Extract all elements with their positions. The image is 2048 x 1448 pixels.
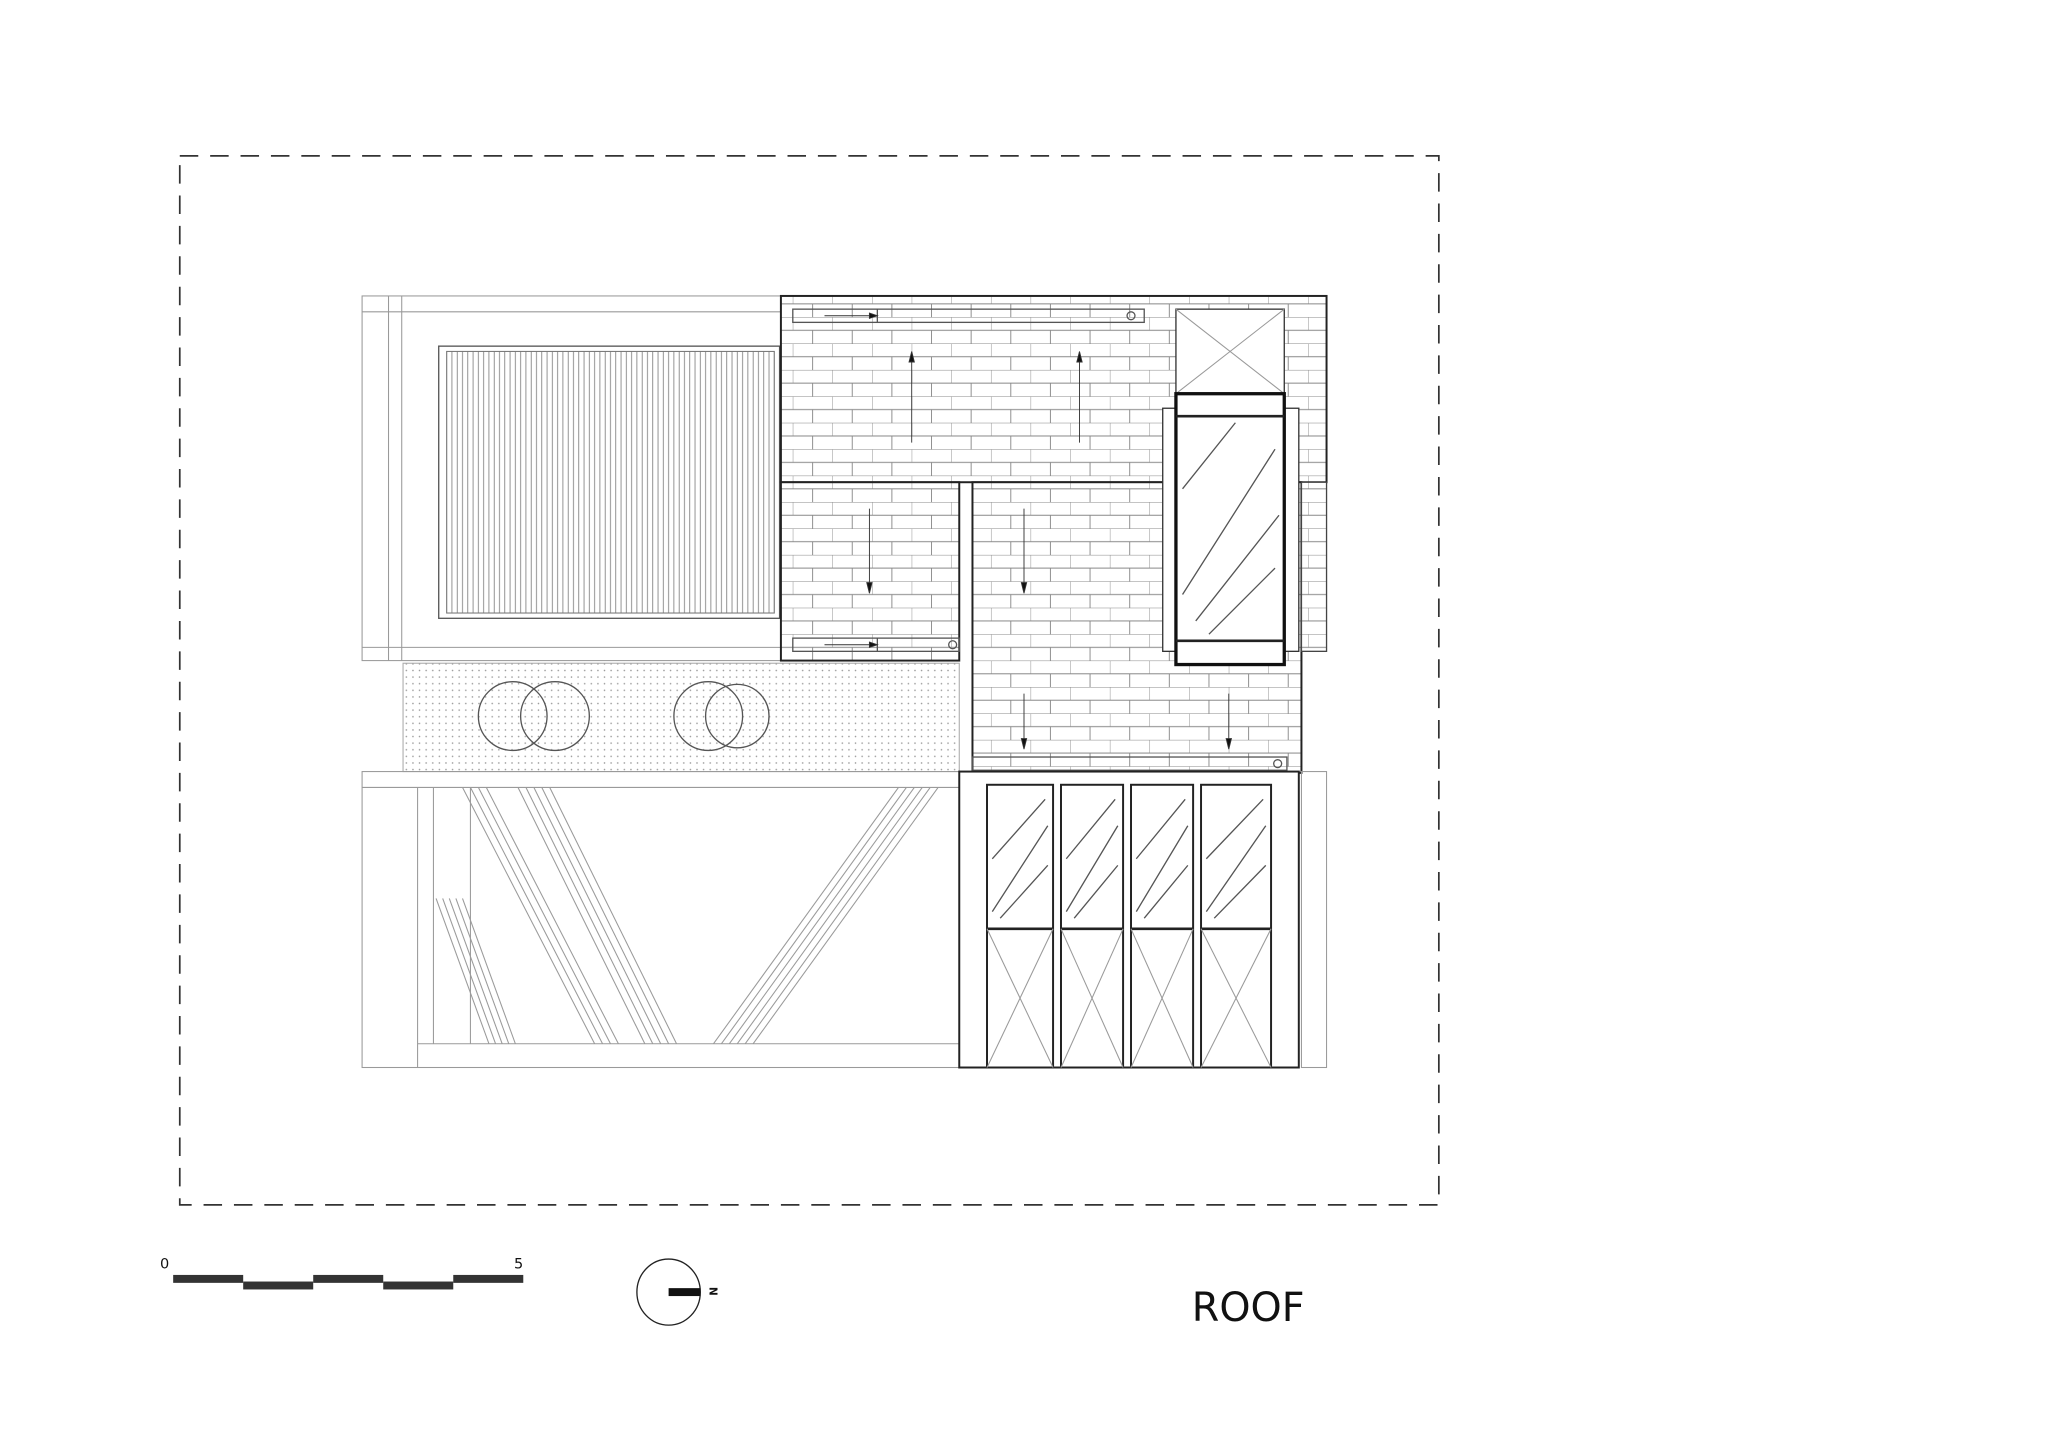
diagonal-line [517, 787, 646, 1044]
panel-cross [1200, 928, 1272, 1068]
top-left-block [361, 295, 782, 662]
glass-hatch [1135, 798, 1186, 860]
diagonal-line [442, 898, 497, 1044]
diagonal-line [549, 787, 678, 1044]
glass-panel [1200, 783, 1273, 1069]
north-arrow: N [636, 1258, 719, 1326]
drainage-arrows [824, 312, 1233, 750]
diagonal-line [485, 787, 619, 1044]
glass-hatch [1073, 864, 1119, 919]
glass-hatch [991, 825, 1049, 912]
glass-hatch [1205, 798, 1264, 860]
diagonal-line [525, 787, 654, 1044]
diagonal-line [736, 787, 923, 1045]
diagonal-line [477, 787, 611, 1044]
panel-cross [1130, 928, 1194, 1068]
bottom-right-block [958, 770, 1328, 1069]
glass-hatch [1065, 825, 1119, 912]
scale-bar: 0 5 [160, 1256, 523, 1290]
drawing-title: ROOF [1192, 1285, 1305, 1331]
diagonal-line [713, 787, 899, 1045]
diagonal-line [752, 787, 939, 1045]
glass-panel [1130, 783, 1195, 1069]
diagonal-line [448, 898, 503, 1044]
diagonal-line [744, 787, 931, 1045]
glass-panel [986, 783, 1055, 1069]
glass-hatch [1143, 864, 1189, 919]
glass-hatch [1213, 864, 1267, 919]
courtyard [402, 662, 960, 773]
glass-hatch [1065, 798, 1116, 860]
diagonal-line [541, 787, 670, 1044]
scale-start-label: 0 [160, 1256, 169, 1272]
glass-panel [1060, 783, 1125, 1069]
diagonal-line [721, 787, 907, 1045]
diagonal-line [455, 898, 510, 1044]
diagonal-line [462, 898, 516, 1044]
glass-hatch [1135, 825, 1189, 912]
ribbed-roof [446, 350, 775, 614]
glass-hatch [999, 864, 1049, 919]
diagonal-line [462, 787, 596, 1044]
skylight [1162, 308, 1300, 667]
bottom-left-block [361, 771, 960, 1069]
panel-cross [986, 928, 1054, 1068]
diagonal-line [728, 787, 915, 1045]
glass-hatch [991, 798, 1046, 860]
glass-hatch [1205, 825, 1267, 912]
glass-panels [986, 783, 1273, 1069]
panel-cross [1060, 928, 1124, 1068]
scale-end-label: 5 [514, 1256, 523, 1272]
diagonal-line [435, 898, 490, 1044]
diagonal-line [533, 787, 662, 1044]
diagonal-line [469, 787, 604, 1044]
north-label: N [707, 1287, 719, 1296]
diagonal-pattern [435, 787, 939, 1045]
